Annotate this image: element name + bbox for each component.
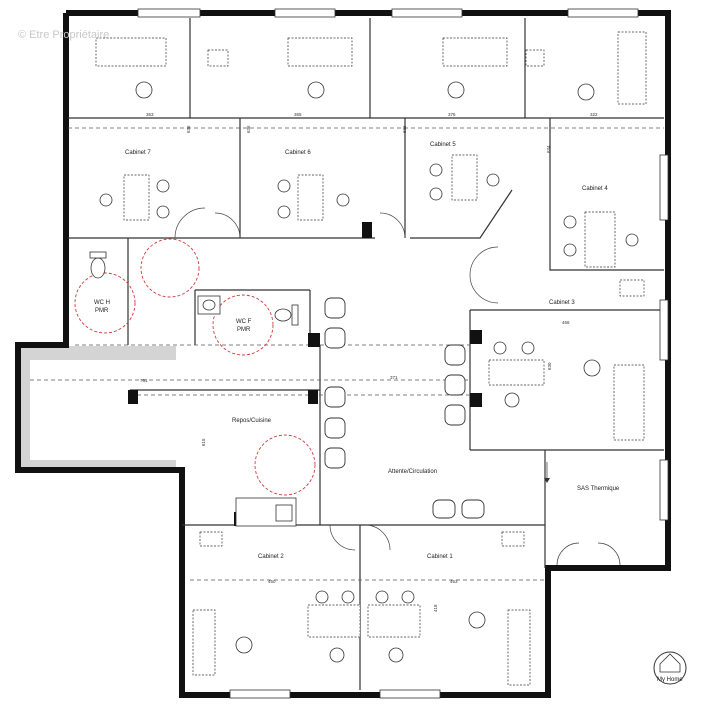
- logo-text: My Home: [657, 677, 683, 683]
- dimension-label: 365: [294, 112, 302, 117]
- room-label-repos: Repos/Cuisine: [232, 418, 272, 424]
- dimension-label: 376: [448, 112, 456, 117]
- waiting-seats: [324, 297, 485, 519]
- room-label-wc-f-pmr: PMR: [237, 327, 251, 333]
- accessibility-circles: [74, 238, 316, 496]
- room-label-attente: Attente/Circulation: [388, 469, 437, 475]
- chairs: [99, 81, 639, 663]
- logo: My Home: [653, 651, 687, 685]
- dimension-label: 418: [433, 604, 438, 612]
- interior-walls: [68, 18, 664, 690]
- dimension-label: 761: [140, 378, 148, 383]
- logo-house-icon: [659, 653, 681, 673]
- dimension-label: 453: [450, 579, 458, 584]
- logo-circle: [653, 651, 687, 685]
- dashed-lines: [30, 127, 664, 581]
- dimension-label: 371: [390, 375, 398, 380]
- room-label-sas: SAS Thermique: [577, 486, 620, 492]
- room-label-cabinet-5: Cabinet 5: [430, 142, 456, 148]
- desks: [95, 31, 647, 686]
- watermark: © Etre Propriétaire: [18, 29, 109, 41]
- entry-arrowhead: [544, 478, 550, 483]
- door-swings: [174, 207, 621, 566]
- windows: [137, 8, 669, 699]
- dimension-label: 636: [186, 125, 191, 133]
- sanitary: [89, 251, 299, 527]
- room-label-cabinet-4: Cabinet 4: [582, 186, 608, 192]
- room-label-cabinet-3: Cabinet 3: [549, 300, 575, 306]
- room-label-cabinet-2: Cabinet 2: [258, 554, 284, 560]
- inner-passage: [30, 360, 180, 460]
- room-label-cabinet-1: Cabinet 1: [427, 554, 453, 560]
- dimension-label: 450: [268, 579, 276, 584]
- room-label-wc-h-pmr: PMR: [95, 308, 109, 314]
- room-label-wc-h: WC H: [94, 300, 110, 306]
- dimension-label: 466: [562, 320, 570, 325]
- small-cabinets: [199, 49, 645, 547]
- dimension-label: 636: [246, 125, 251, 133]
- room-label-wc-f: WC F: [236, 319, 252, 325]
- dimension-label: 322: [590, 112, 598, 117]
- dimension-label: 615: [201, 438, 206, 446]
- dimension-label: 636: [402, 125, 407, 133]
- exterior-walls: [15, 10, 671, 698]
- dimension-label: 630: [547, 362, 552, 370]
- dimension-label: 363: [146, 112, 154, 117]
- room-label-cabinet-6: Cabinet 6: [285, 150, 311, 156]
- room-label-cabinet-7: Cabinet 7: [125, 150, 151, 156]
- dimension-label: 634: [546, 145, 551, 153]
